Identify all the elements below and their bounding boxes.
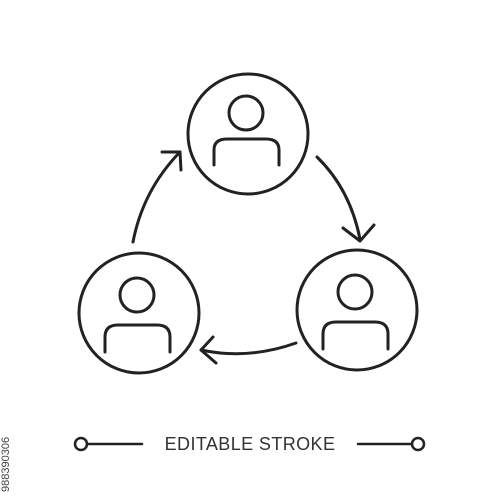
arrow-right-icon xyxy=(315,155,376,243)
user-bottom-left-icon xyxy=(77,251,201,375)
user-bottom-left-ring xyxy=(77,251,201,375)
arrow-right-shaft xyxy=(315,155,362,241)
arrow-right-head xyxy=(341,223,376,243)
user-bottom-left-head xyxy=(118,276,156,314)
user-top-icon xyxy=(186,72,310,196)
left-endpoint-icon xyxy=(73,436,89,452)
user-bottom-right-body xyxy=(321,320,390,351)
arrow-bottom-icon xyxy=(199,335,298,365)
user-bottom-right-icon xyxy=(295,248,419,372)
user-bottom-right-head xyxy=(336,273,374,311)
user-bottom-right-ring xyxy=(295,248,419,372)
editable-stroke-decoration xyxy=(73,436,426,452)
arrow-bottom-shaft xyxy=(199,341,298,356)
right-endpoint-icon xyxy=(410,436,426,452)
editable-stroke-caption: EDITABLE STROKE xyxy=(164,434,336,454)
user-top-ring xyxy=(186,72,310,196)
arrow-left-head xyxy=(160,150,183,172)
stock-id-label: 988390306 xyxy=(0,436,12,492)
arrow-bottom-head xyxy=(199,335,218,365)
arrow-left-shaft xyxy=(131,150,182,244)
user-bottom-left-body xyxy=(103,323,172,354)
user-top-head xyxy=(227,94,265,132)
user-top-body xyxy=(212,137,281,167)
arrow-left-icon xyxy=(131,150,183,244)
